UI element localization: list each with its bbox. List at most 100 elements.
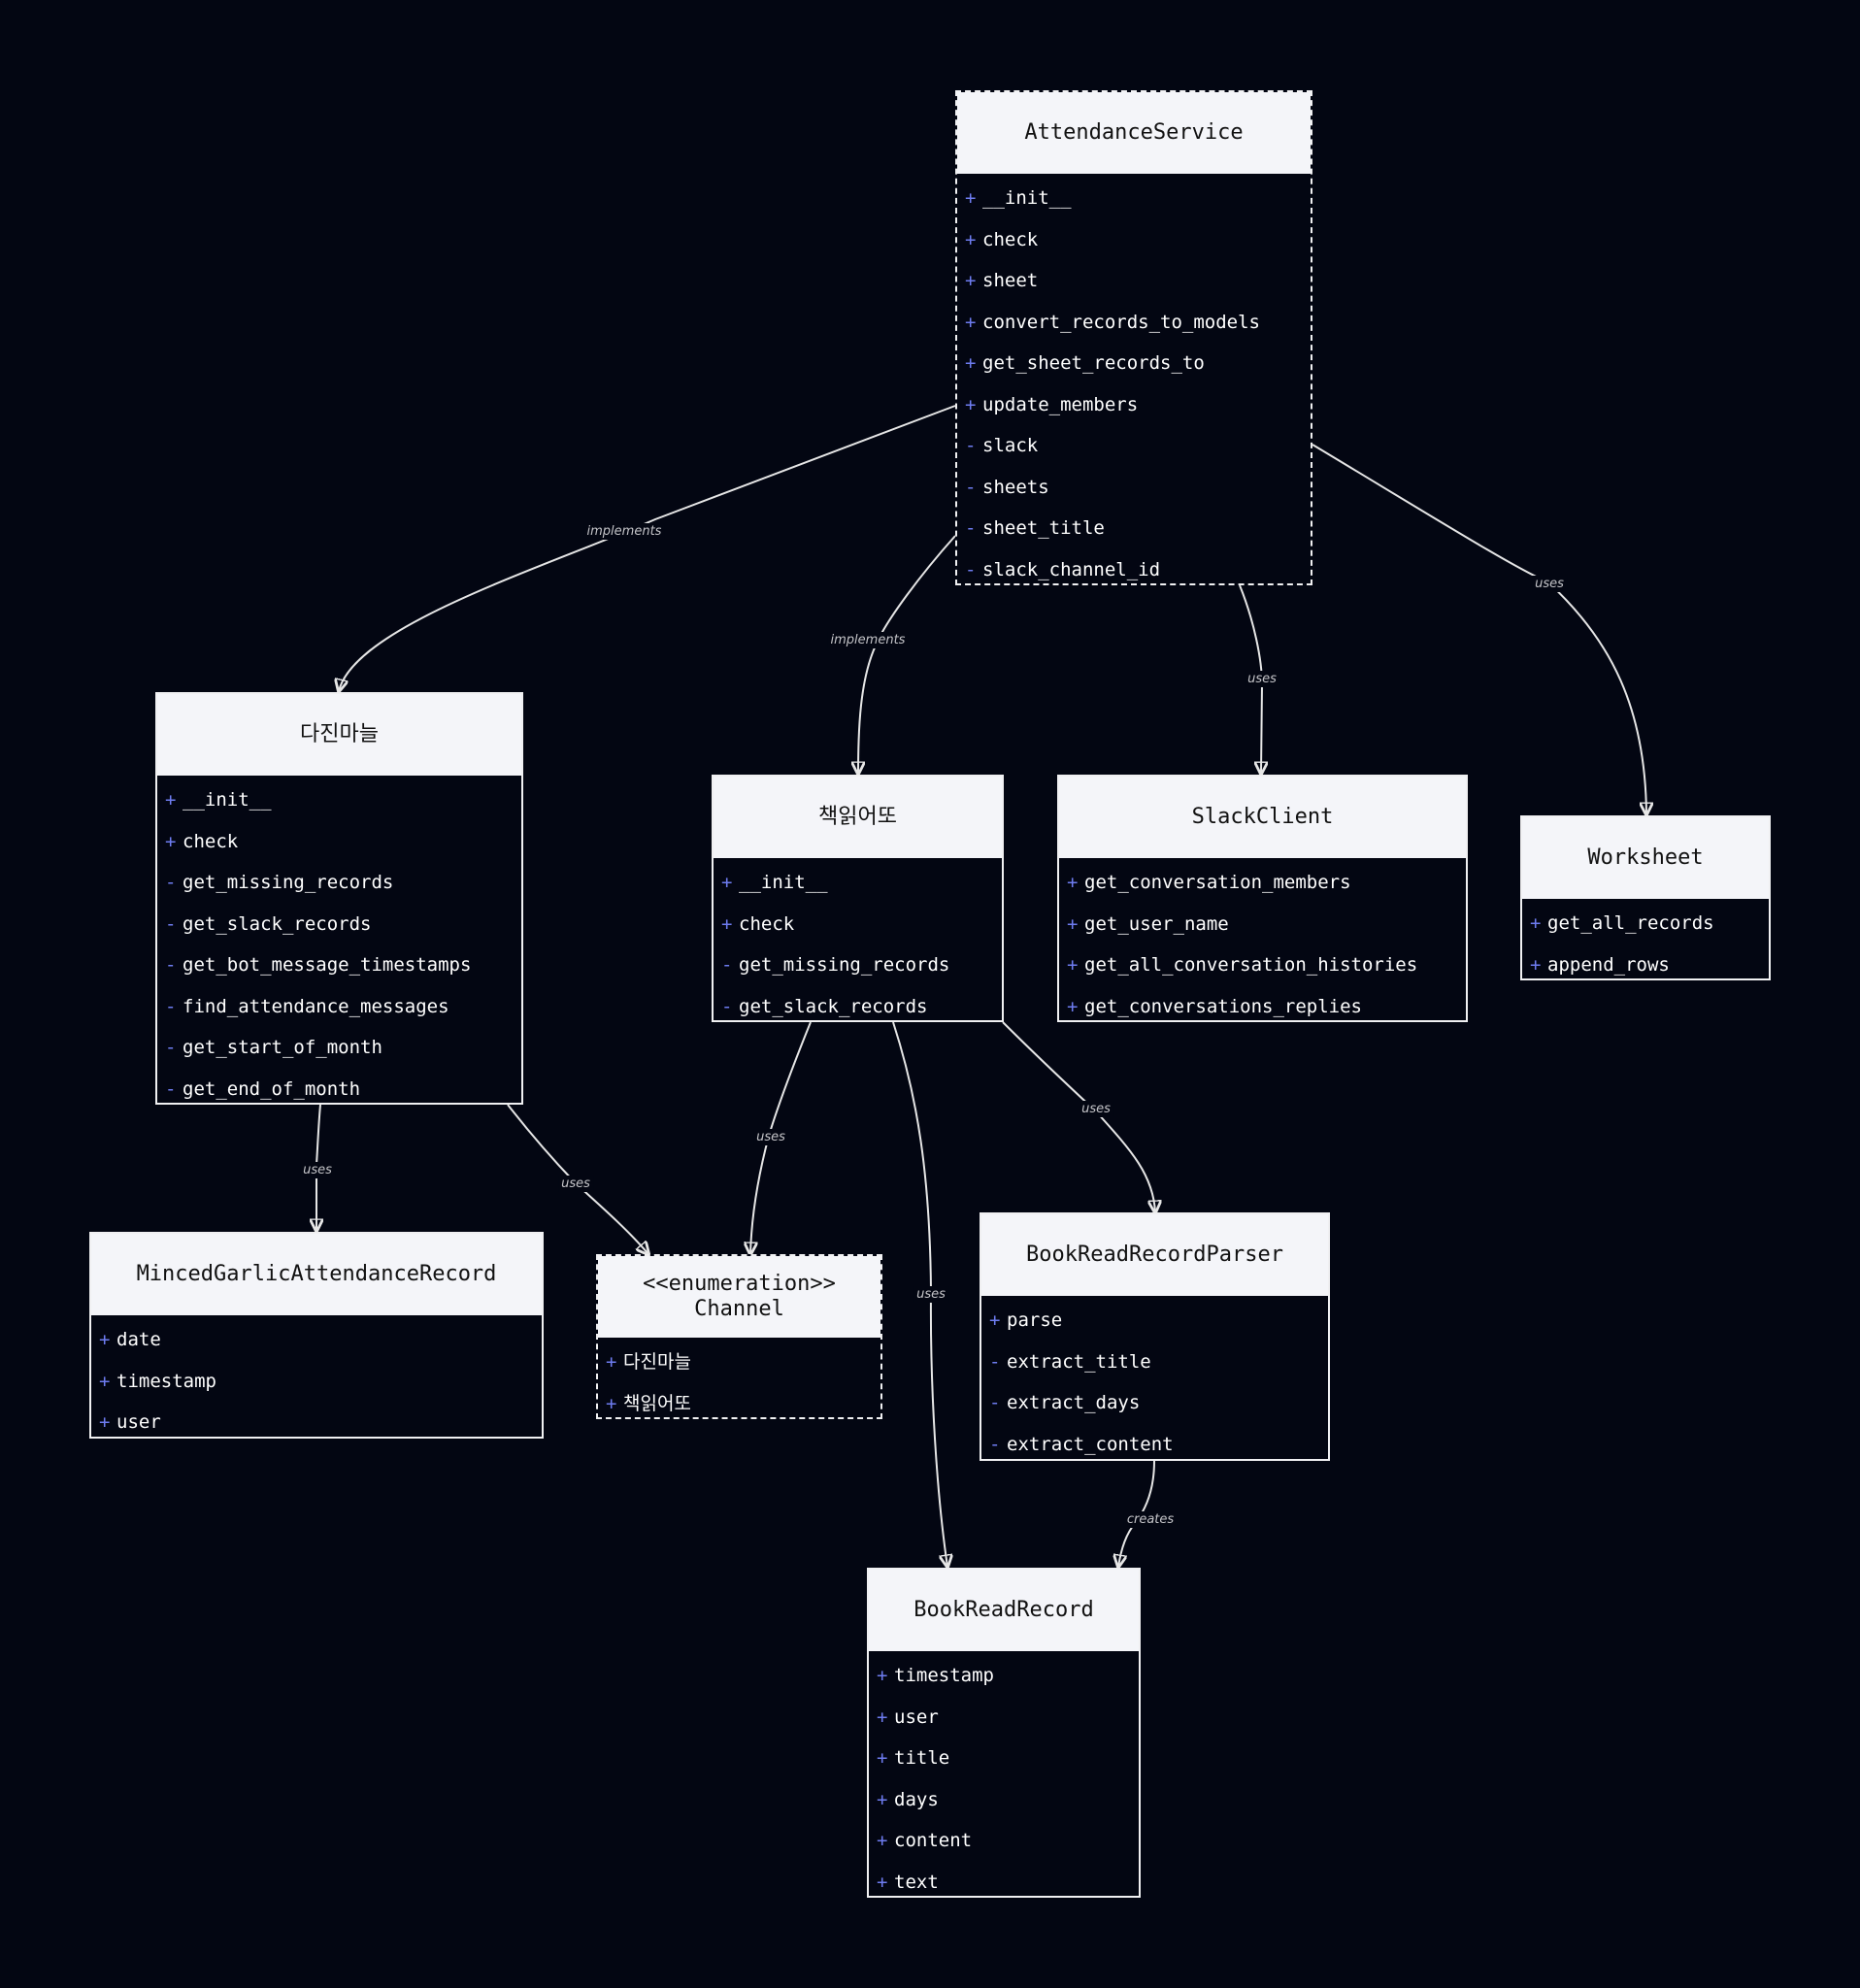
class-name: 다진마늘 xyxy=(157,694,521,776)
class-member: +get_user_name xyxy=(1059,904,1466,945)
member-name: __init__ xyxy=(183,789,272,811)
member-name: get_start_of_month xyxy=(183,1037,382,1058)
member-list: +__init__+check+sheet+convert_records_to… xyxy=(957,174,1311,590)
edge-dajin-to-channel: uses xyxy=(507,1104,648,1254)
class-member: +get_all_conversation_histories xyxy=(1059,944,1466,986)
edge-chaek-to-book-record: uses xyxy=(892,1021,949,1567)
member-name: get_sheet_records_to xyxy=(982,352,1205,374)
private-visibility-marker: - xyxy=(165,912,177,935)
class-member: +__init__ xyxy=(714,862,1002,904)
member-name: append_rows xyxy=(1547,953,1670,976)
member-name: get_missing_records xyxy=(183,872,394,893)
class-member: +update_members xyxy=(957,384,1311,426)
public-visibility-marker: + xyxy=(1067,995,1079,1017)
edge-label-background xyxy=(1123,1511,1178,1528)
member-name: 책읽어또 xyxy=(623,1392,691,1414)
private-visibility-marker: - xyxy=(989,1392,1001,1413)
class-book-read-record-parser[interactable]: BookReadRecordParser + parse -extract_title… xyxy=(980,1212,1330,1461)
member-name: timestamp xyxy=(116,1370,216,1392)
public-visibility-marker: + xyxy=(877,1788,888,1810)
class-channel-enumeration[interactable]: <<enumeration>> Channel+다진마늘+책읽어또 xyxy=(596,1254,882,1419)
class-chaek[interactable]: 책읽어또+__init__+check-get_missing_records-… xyxy=(712,775,1004,1022)
edge-chaek-to-parser: uses xyxy=(1002,1021,1155,1212)
edge-attendance-service-to-worksheet: uses xyxy=(1312,444,1646,814)
class-member: +check xyxy=(157,821,521,863)
member-name: content xyxy=(894,1830,973,1851)
class-member: +check xyxy=(957,219,1311,261)
member-name: sheet_title xyxy=(982,517,1105,539)
public-visibility-marker: + xyxy=(1530,912,1542,934)
private-visibility-marker: - xyxy=(965,558,977,580)
member-name: text xyxy=(894,1871,939,1893)
edge-label: uses xyxy=(756,1130,785,1144)
member-name: get_slack_records xyxy=(739,995,928,1017)
edge-label-background xyxy=(827,632,909,648)
public-visibility-marker: + xyxy=(99,1411,111,1433)
member-name: extract_days xyxy=(1007,1392,1141,1413)
edge-label: implements xyxy=(831,633,906,647)
member-name: check xyxy=(982,228,1039,250)
public-visibility-marker: + xyxy=(965,187,977,209)
edge-label-background xyxy=(1079,1101,1114,1117)
class-book-read-record[interactable]: BookReadRecord+timestamp+user+title+days… xyxy=(867,1568,1141,1898)
member-name: check xyxy=(739,912,795,935)
class-member: -sheets xyxy=(957,467,1311,509)
member-list: +get_all_records+append_rows xyxy=(1522,899,1769,985)
public-visibility-marker: + xyxy=(877,1830,888,1851)
class-name: AttendanceService xyxy=(957,92,1311,174)
edge-label-background xyxy=(913,1286,949,1303)
member-name: sheet xyxy=(982,270,1039,291)
member-name: extract_content xyxy=(1007,1433,1174,1455)
class-minced-garlic-attendance-record[interactable]: MincedGarlicAttendanceRecord+date+timest… xyxy=(89,1232,544,1439)
member-name: days xyxy=(894,1788,939,1810)
public-visibility-marker: + xyxy=(1067,954,1079,976)
public-visibility-marker: + xyxy=(965,311,977,333)
class-name: MincedGarlicAttendanceRecord xyxy=(91,1234,542,1315)
member-list: +date+timestamp+user xyxy=(91,1315,542,1443)
public-visibility-marker: + xyxy=(965,352,977,374)
public-visibility-marker: + xyxy=(99,1370,111,1392)
class-member: +다진마늘 xyxy=(598,1342,880,1383)
class-dajin[interactable]: 다진마늘 + __init__ +check -get_missing_records -… xyxy=(155,692,523,1105)
public-visibility-marker: + xyxy=(877,1706,888,1728)
public-visibility-marker: + xyxy=(165,830,177,852)
public-visibility-marker: + xyxy=(965,393,977,415)
class-member: +timestamp xyxy=(869,1655,1139,1697)
public-visibility-marker: + xyxy=(1530,953,1542,976)
class-slack-client[interactable]: SlackClient+get_conversation_members+get… xyxy=(1057,775,1468,1022)
edge-chaek-to-channel: uses xyxy=(750,1021,812,1254)
member-name: convert_records_to_models xyxy=(982,311,1260,333)
class-name: SlackClient xyxy=(1059,777,1466,858)
private-visibility-marker: - xyxy=(721,995,733,1017)
member-name: 다진마늘 xyxy=(623,1351,691,1373)
member-name: timestamp xyxy=(894,1665,994,1686)
class-member: -get_slack_records xyxy=(157,904,521,945)
member-name: slack_channel_id xyxy=(982,558,1161,580)
class-worksheet[interactable]: Worksheet+get_all_records+append_rows xyxy=(1520,815,1771,980)
class-member: -get_missing_records xyxy=(714,944,1002,986)
edge-label: uses xyxy=(303,1163,332,1177)
member-name: parse xyxy=(1007,1309,1063,1331)
public-visibility-marker: + xyxy=(1067,912,1079,935)
member-list: +parse-extract_title-extract_days-extrac… xyxy=(981,1296,1328,1465)
public-visibility-marker: + xyxy=(877,1747,888,1769)
class-member: +title xyxy=(869,1738,1139,1779)
public-visibility-marker: + xyxy=(989,1309,1001,1331)
edge-parser-to-book-record: creates xyxy=(1118,1460,1178,1567)
member-name: extract_title xyxy=(1007,1350,1151,1373)
class-name: BookReadRecordParser xyxy=(981,1214,1328,1296)
member-name: __init__ xyxy=(982,187,1072,209)
class-member: +append_rows xyxy=(1522,944,1769,986)
edge-attendance-service-to-chaek: implements xyxy=(827,535,956,774)
class-member: +책읽어또 xyxy=(598,1383,880,1425)
class-attendance-service[interactable]: AttendanceService+__init__+check+sheet+c… xyxy=(955,90,1312,585)
member-name: sheets xyxy=(982,476,1049,498)
member-name: user xyxy=(116,1411,161,1433)
class-member: -get_end_of_month xyxy=(157,1069,521,1110)
member-list: +__init__+check-get_missing_records-get_… xyxy=(714,858,1002,1027)
edge-label-background xyxy=(753,1129,789,1145)
class-member: -sheet_title xyxy=(957,508,1311,549)
class-member: -get_bot_message_timestamps xyxy=(157,944,521,986)
member-list: +다진마늘+책읽어또 xyxy=(598,1338,880,1424)
